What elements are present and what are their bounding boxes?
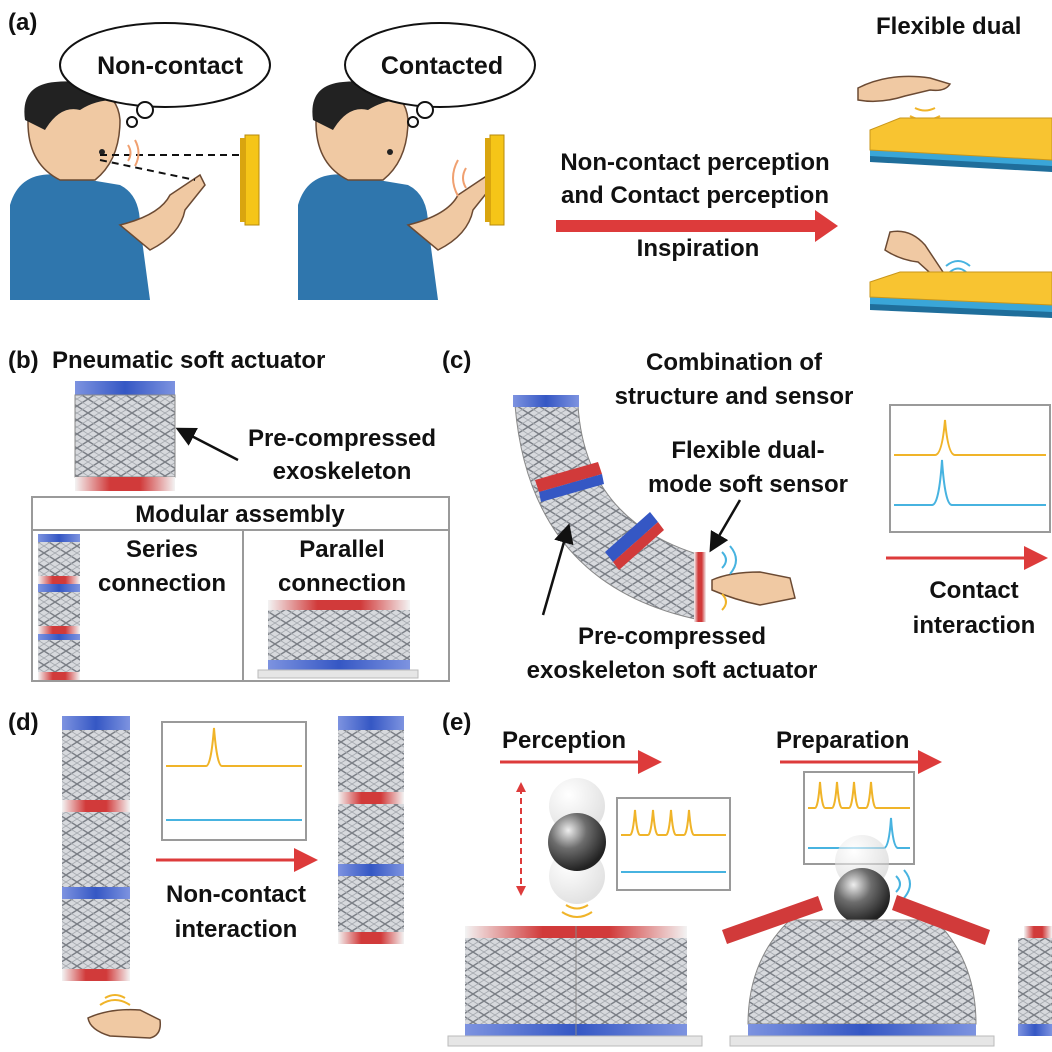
signal-wave-icon (452, 159, 467, 197)
panel-a-label: (a) (8, 9, 37, 36)
signal-wave-icon (561, 904, 593, 918)
grasping-actuator (722, 895, 995, 1047)
compressed-actuator-stack-right (338, 716, 404, 944)
inspiration-arrow (556, 210, 838, 242)
actuator-label-2: exoskeleton soft actuator (527, 657, 818, 684)
panel-e-label: (e) (442, 709, 471, 736)
panel-e: (e) Perception Preparation (442, 709, 1052, 1047)
noncontact-interaction-1: Non-contact (166, 881, 306, 908)
flexible-dual-title: Flexible dual (876, 13, 1021, 40)
finger-icon (711, 571, 796, 606)
panel-d: (d) Non-contact interaction (8, 709, 404, 1039)
panel-d-label: (d) (8, 709, 39, 736)
noncontact-interaction-2: interaction (175, 916, 298, 943)
signal-wave-icon (945, 260, 971, 273)
modular-assembly-title: Modular assembly (135, 501, 345, 528)
sensor-stack-bottom (869, 271, 1052, 318)
person-touching-figure (298, 81, 494, 300)
step-perception: Perception (502, 727, 626, 754)
modular-assembly-box (31, 496, 450, 682)
series-label-2: connection (98, 570, 226, 597)
hand-icon (87, 1008, 162, 1039)
bent-actuator (513, 395, 706, 622)
perception-signal-plot (616, 797, 731, 891)
thought-bubble-icon (344, 22, 536, 128)
signal-wave-icon (721, 593, 727, 611)
ball-icon (548, 778, 606, 904)
ball-icon (834, 835, 890, 924)
contact-interaction-1: Contact (929, 577, 1018, 604)
bubble-non-contact: Non-contact (97, 52, 244, 80)
parallel-label-2: connection (278, 570, 406, 597)
arrow-text-2: and Contact perception (561, 182, 829, 209)
panel-b-title: Pneumatic soft actuator (52, 347, 325, 374)
panel-a: (a) Non-contact (8, 9, 1052, 318)
panel-c-label: (c) (442, 347, 471, 374)
panel-c: (c) Combination of structure and sensor … (442, 347, 1051, 684)
arrow-text-1: Non-contact perception (560, 149, 829, 176)
noncontact-signal-plot (161, 721, 307, 841)
series-label-1: Series (126, 536, 198, 563)
sensor-stack-top (869, 117, 1052, 172)
tall-actuator-stack-left (62, 716, 130, 981)
panel-c-title-2: structure and sensor (615, 383, 854, 410)
person-looking-figure (10, 81, 250, 300)
signal-wave-icon (127, 139, 140, 167)
signal-wave-icon (895, 869, 911, 899)
step-preparation: Preparation (776, 727, 909, 754)
panel-c-title-1: Combination of (646, 349, 823, 376)
actuator-label-1: Pre-compressed (578, 623, 766, 650)
actuator-callout-arrow (541, 523, 574, 616)
series-stack (38, 534, 80, 680)
callout-arrow-b (175, 427, 239, 462)
sensor-label-1: Flexible dual- (671, 437, 824, 464)
parallel-actuator-flat (447, 926, 703, 1047)
parallel-modules (257, 600, 419, 679)
callout-b-2: exoskeleton (273, 458, 412, 485)
panel-b-label: (b) (8, 347, 39, 374)
sensor-callout-arrow (709, 499, 742, 553)
contact-interaction-2: interaction (913, 612, 1036, 639)
parallel-label-1: Parallel (299, 536, 384, 563)
yellow-panel-2 (485, 134, 505, 226)
contact-signal-plot (889, 404, 1051, 533)
bubble-contacted: Contacted (381, 52, 503, 80)
signal-wave-icon (99, 994, 131, 1006)
sensor-label-2: mode soft sensor (648, 471, 848, 498)
panel-b: (b) Pneumatic soft actuator Pre-compress… (8, 347, 450, 682)
arrow-text-3: Inspiration (637, 235, 760, 262)
hand-icon (857, 75, 952, 103)
signal-wave-icon (721, 545, 737, 575)
callout-b-1: Pre-compressed (248, 425, 436, 452)
partial-actuator-right (1018, 926, 1052, 1036)
actuator-module (74, 381, 176, 491)
yellow-panel-1 (240, 134, 260, 226)
thought-bubble-icon (59, 22, 271, 128)
